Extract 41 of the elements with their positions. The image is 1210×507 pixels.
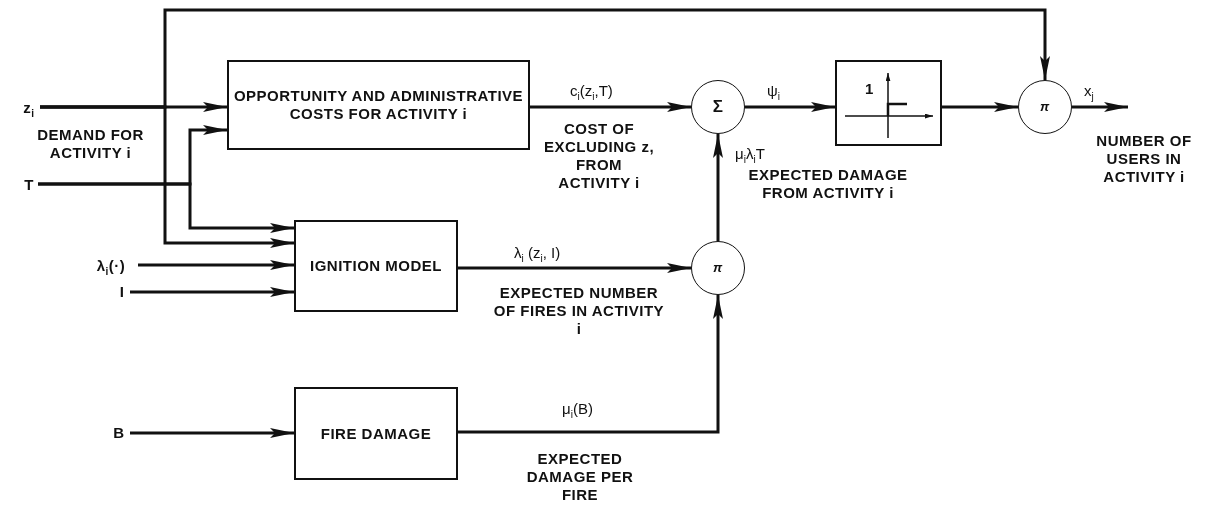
process-box [227,60,530,150]
step-level-label: 1 [865,80,874,98]
operator-circle [691,241,745,295]
operator-symbol: π [1040,98,1050,116]
process-box [294,387,458,480]
signal-description: COST OF EXCLUDING z, FROM ACTIVITY i [542,120,656,192]
signal-arrow [458,295,723,434]
block-title: IGNITION MODEL [310,257,442,275]
input-variable: λ$_{i}$(·) [84,254,138,278]
signal-arrow [40,8,1050,109]
block-title: FIRE DAMAGE [320,424,432,443]
signal-description: NUMBER OF USERS IN ACTIVITY i [1095,132,1193,186]
signal-arrow [942,102,1018,112]
operator-symbol: Σ [712,98,724,116]
operator-circle [1018,80,1072,134]
operator-symbol: π [713,259,723,277]
edge-label: μ$_{i}$λ$_{i}$T [733,145,767,163]
signal-description: EXPECTED DAMAGE FROM ACTIVITY i [747,166,909,202]
signal-arrow [38,182,294,233]
signal-arrow [458,263,691,273]
edge-label: μ$_{i}$(B) [560,400,595,418]
operator-circle [691,80,745,134]
input-variable: I [114,281,130,303]
edge-label: c$_{i}$(z$_{i}$,T) [568,82,615,100]
signal-arrow [130,428,294,438]
input-variable: B [108,422,130,444]
block-title: OPPORTUNITY AND ADMINISTRATIVE COSTS FOR ACTIVITY i [232,87,525,123]
input-variable: z$_{i}$ [18,96,40,120]
step-function-block [835,60,942,146]
signal-description: EXPECTED NUMBER OF FIRES IN ACTIVITY i [492,284,666,338]
signal-arrow [1072,102,1128,112]
variable-description: DEMAND FOR ACTIVITY i [36,126,145,162]
process-box [294,220,458,312]
edge-label: λ$_{i}$ (z$_{i}$, I) [512,244,563,262]
signal-arrow [530,102,691,112]
signal-arrow [713,134,723,241]
input-variable: T [20,174,38,196]
signal-arrow [130,287,294,297]
signal-arrow [138,260,294,270]
signal-arrow [745,102,835,112]
signal-description: EXPECTED DAMAGE PER FIRE [525,450,635,504]
